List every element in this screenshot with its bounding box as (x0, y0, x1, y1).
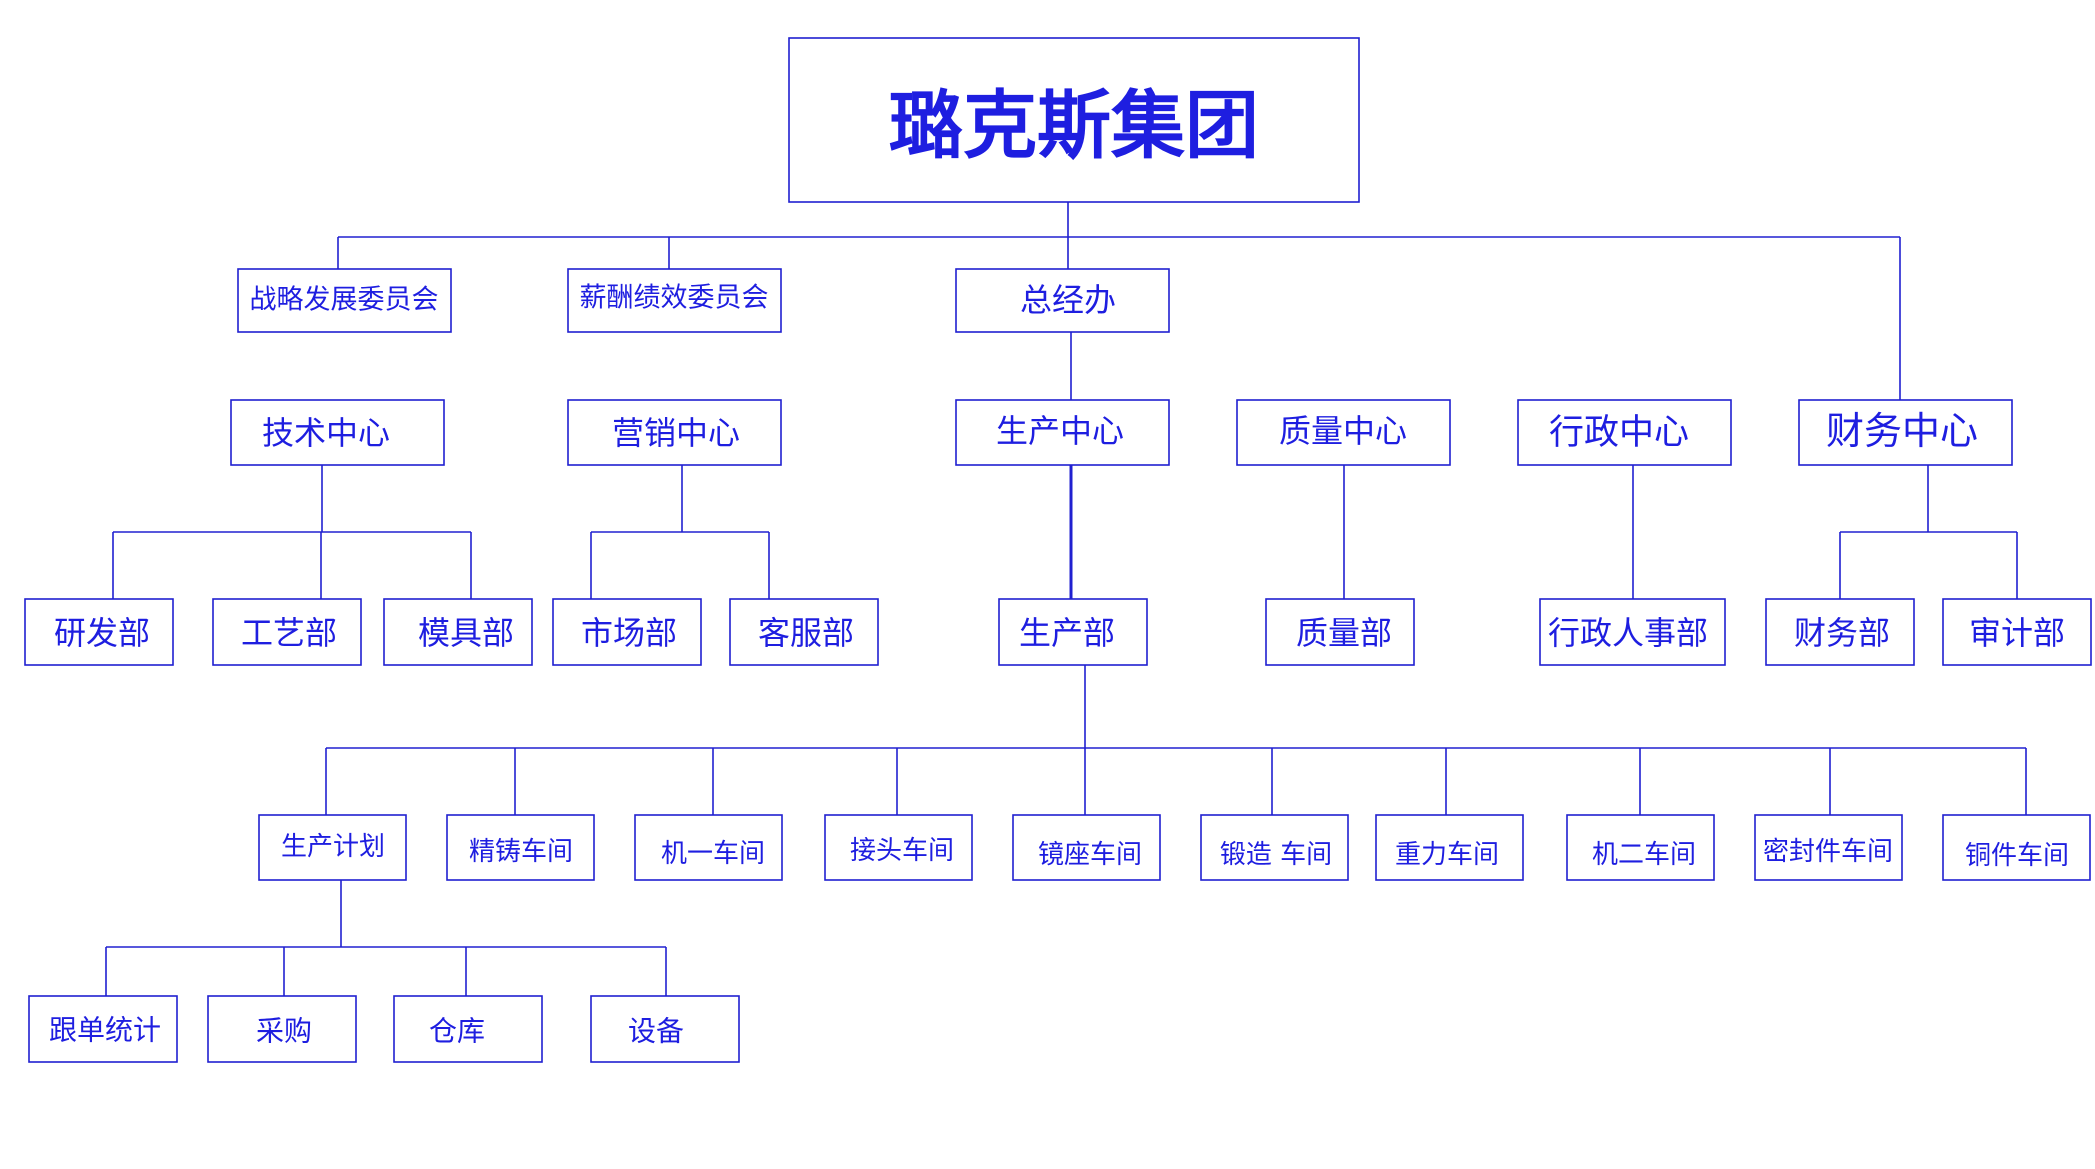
node-quality-center: 质量中心 (1236, 399, 1451, 466)
customer-service-dept-label: 客服部 (758, 614, 854, 652)
marketing-center-label: 营销中心 (612, 414, 740, 452)
node-marketing-center: 营销中心 (567, 399, 782, 466)
mold-dept-label: 模具部 (418, 614, 514, 652)
node-purchasing: 采购 (207, 995, 357, 1063)
root-label: 璐克斯集团 (889, 83, 1259, 169)
node-production-dept: 生产部 (998, 598, 1148, 666)
node-finance-center: 财务中心 (1798, 399, 2013, 466)
node-fitting: 接头车间 (824, 814, 973, 881)
node-order-tracking: 跟单统计 (28, 995, 178, 1063)
node-machining-2: 机二车间 (1566, 814, 1715, 881)
production-center-label: 生产中心 (996, 412, 1124, 450)
production-dept-label: 生产部 (1019, 614, 1115, 652)
root-node: 璐克斯集团 (788, 37, 1360, 203)
market-dept-label: 市场部 (581, 614, 677, 652)
planning-label: 生产计划 (281, 832, 385, 862)
hr-admin-dept-label: 行政人事部 (1548, 614, 1708, 652)
node-compensation-committee: 薪酬绩效委员会 (567, 268, 782, 333)
warehouse-label: 仓库 (429, 1015, 485, 1048)
node-equipment: 设备 (590, 995, 740, 1063)
order-tracking-label: 跟单统计 (49, 1014, 161, 1047)
forging-label: 锻造 车间 (1220, 840, 1332, 870)
node-machining-1: 机一车间 (634, 814, 783, 881)
node-mirror-base: 镜座车间 (1012, 814, 1161, 881)
seal-label: 密封件车间 (1763, 837, 1893, 867)
node-strategy-committee: 战略发展委员会 (237, 268, 452, 333)
node-copper: 铜件车间 (1942, 814, 2091, 881)
node-hr-admin-dept: 行政人事部 (1539, 598, 1726, 666)
node-quality-dept: 质量部 (1265, 598, 1415, 666)
node-process-dept: 工艺部 (212, 598, 362, 666)
node-customer-service-dept: 客服部 (729, 598, 879, 666)
node-tech-center: 技术中心 (230, 399, 445, 466)
process-dept-label: 工艺部 (241, 614, 337, 652)
gravity-label: 重力车间 (1395, 840, 1499, 870)
purchasing-label: 采购 (256, 1015, 312, 1048)
node-gravity: 重力车间 (1375, 814, 1524, 881)
node-warehouse: 仓库 (393, 995, 543, 1063)
node-precision-casting: 精铸车间 (446, 814, 595, 881)
node-admin-center: 行政中心 (1517, 399, 1732, 466)
fitting-label: 接头车间 (850, 836, 954, 866)
equipment-label: 设备 (628, 1015, 684, 1048)
tech-center-label: 技术中心 (262, 414, 390, 452)
node-audit-dept: 审计部 (1942, 598, 2092, 666)
compensation-committee-label: 薪酬绩效委员会 (580, 283, 769, 314)
node-mold-dept: 模具部 (383, 598, 533, 666)
quality-center-label: 质量中心 (1279, 412, 1407, 450)
precision-casting-label: 精铸车间 (469, 837, 573, 867)
node-planning: 生产计划 (258, 814, 407, 881)
strategy-committee-label: 战略发展委员会 (250, 285, 439, 316)
node-finance-dept: 财务部 (1765, 598, 1915, 666)
finance-dept-label: 财务部 (1794, 614, 1890, 652)
quality-dept-label: 质量部 (1296, 614, 1392, 652)
connector-lines (105, 202, 2027, 996)
machining-1-label: 机一车间 (661, 839, 765, 869)
node-rd-dept: 研发部 (24, 598, 174, 666)
general-office-label: 总经办 (1020, 281, 1116, 319)
copper-label: 铜件车间 (1965, 841, 2069, 871)
node-forging: 锻造 车间 (1200, 814, 1349, 881)
mirror-base-label: 镜座车间 (1038, 840, 1142, 870)
node-seal: 密封件车间 (1754, 814, 1903, 881)
node-market-dept: 市场部 (552, 598, 702, 666)
admin-center-label: 行政中心 (1549, 413, 1689, 453)
machining-2-label: 机二车间 (1592, 840, 1696, 870)
audit-dept-label: 审计部 (1969, 614, 2065, 652)
node-production-center: 生产中心 (955, 399, 1170, 466)
node-general-office: 总经办 (955, 268, 1170, 333)
finance-center-label: 财务中心 (1826, 409, 1978, 453)
rd-dept-label: 研发部 (54, 614, 150, 652)
